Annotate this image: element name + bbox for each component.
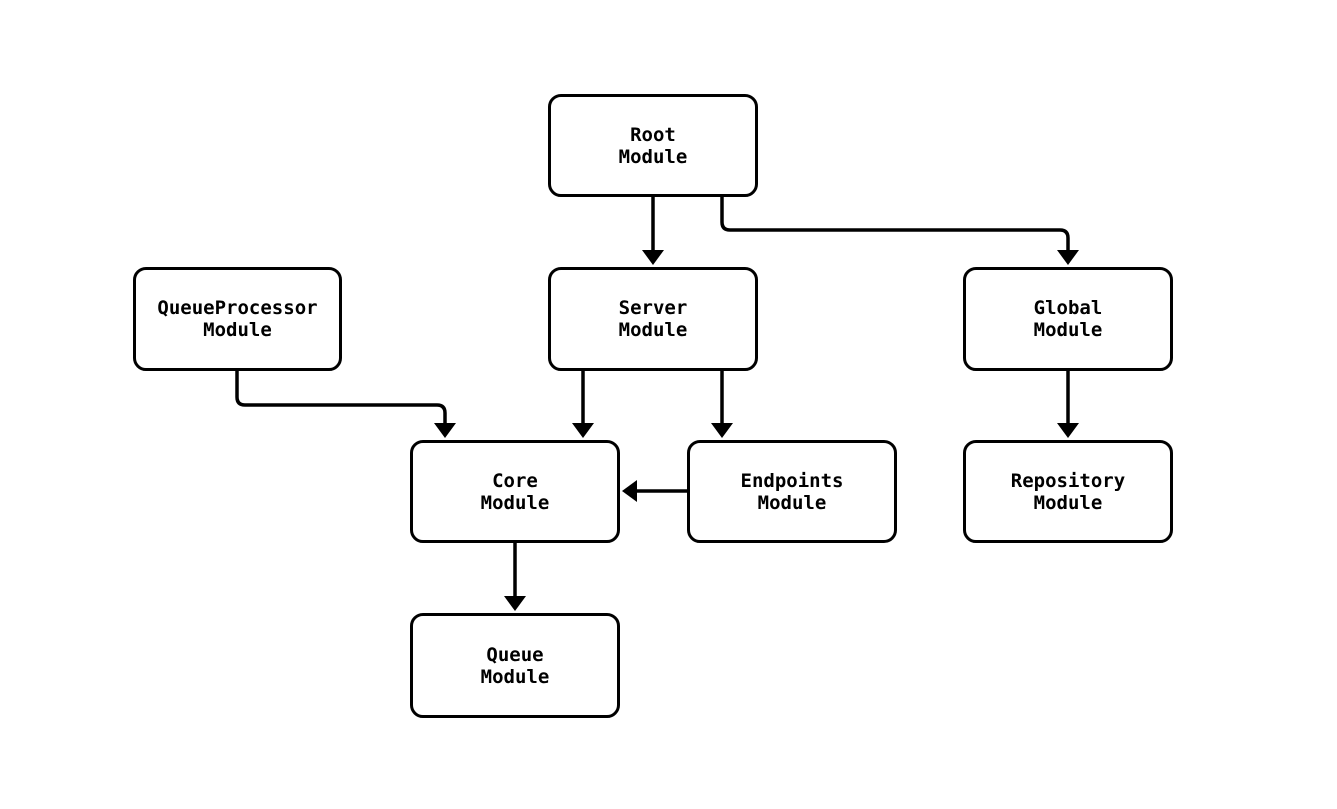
edge-core-to-queue-arrowhead-icon [504, 596, 526, 611]
edge-global-to-repository-arrowhead-icon [1057, 423, 1079, 438]
edge-server-to-core [572, 371, 594, 438]
edge-global-to-repository [1057, 371, 1079, 438]
server-module-node-label-line1: Server [618, 297, 688, 319]
edge-server-to-core-arrowhead-icon [572, 423, 594, 438]
queue-module-node-label-line1: Queue [486, 643, 544, 666]
edge-server-to-endpoints [711, 371, 733, 438]
edge-queueprocessor-to-core-arrowhead-icon [434, 423, 456, 438]
queueprocessor-module-node-label-line2: Module [203, 319, 272, 341]
global-module-node-label-line2: Module [1033, 319, 1103, 341]
core-module-node-label-line1: Core [492, 469, 538, 492]
edge-root-to-global [720, 197, 1079, 265]
edge-server-to-endpoints-arrowhead-icon [711, 423, 733, 438]
root-module-node-label-line1: Root [630, 123, 676, 146]
endpoints-module-node-label-line1: Endpoints [740, 469, 844, 492]
edge-root-to-server [642, 197, 664, 265]
core-module-node-label-line2: Module [480, 491, 550, 514]
edge-root-to-global-line [720, 197, 1070, 252]
repository-module-node-label-line2: Module [1033, 491, 1103, 514]
repository-module-node-label-line1: Repository [1010, 469, 1126, 492]
root-module-node-label-line2: Module [618, 145, 688, 168]
edge-queueprocessor-to-core [235, 371, 456, 438]
edge-core-to-queue [504, 543, 526, 611]
edge-queueprocessor-to-core-line [235, 371, 447, 425]
global-module-node-label-line1: Global [1033, 297, 1103, 319]
edge-root-to-server-arrowhead-icon [642, 250, 664, 265]
server-module-node-label-line2: Module [618, 319, 688, 341]
edge-endpoints-to-core-arrowhead-icon [622, 480, 637, 502]
endpoints-module-node-label-line2: Module [757, 491, 827, 514]
queueprocessor-module-node-label-line1: QueueProcessor [157, 297, 318, 319]
edge-endpoints-to-core [622, 480, 687, 502]
edge-root-to-global-arrowhead-icon [1057, 250, 1079, 265]
queue-module-node-label-line2: Module [480, 665, 550, 688]
